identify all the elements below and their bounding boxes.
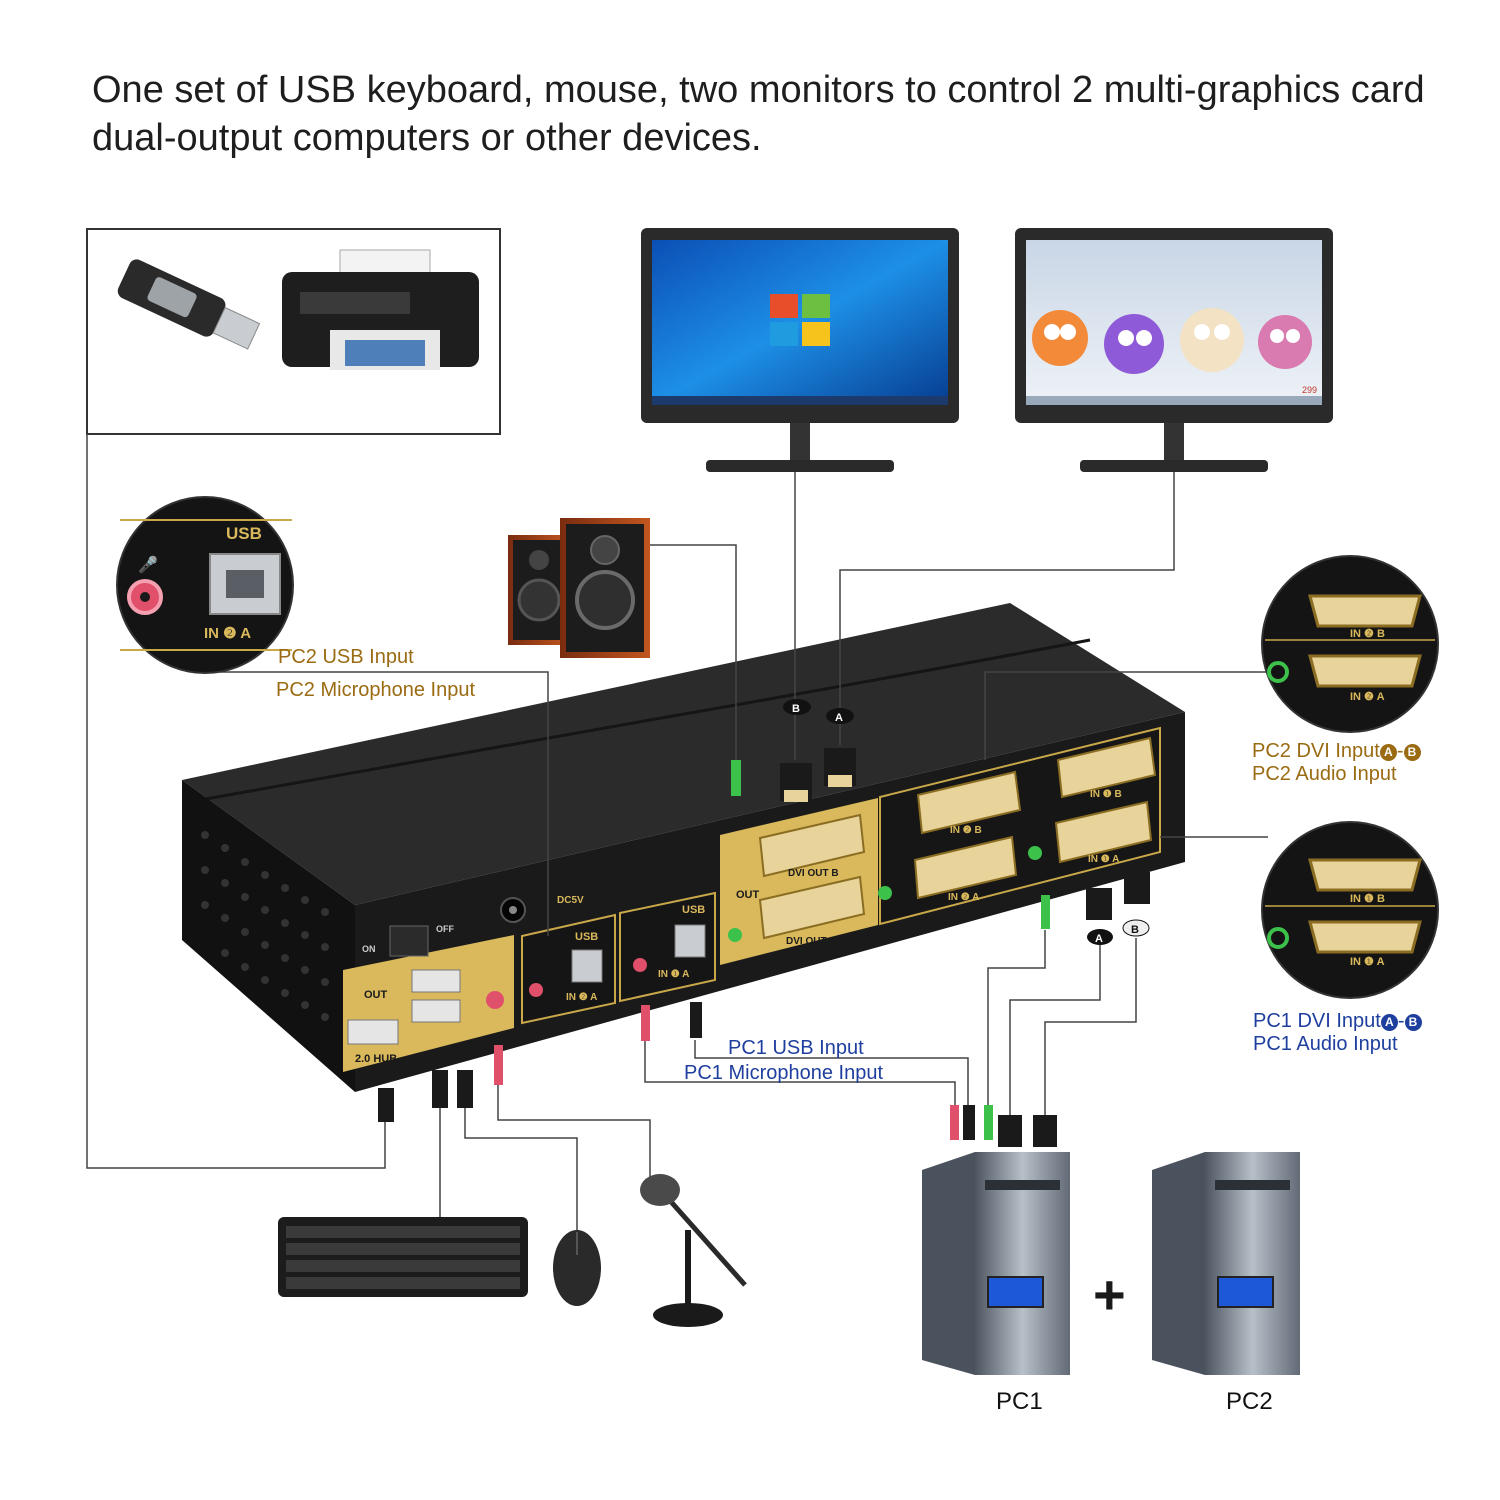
printer-icon [282, 249, 479, 370]
keyboard-icon [278, 1217, 528, 1297]
svg-text:B: B [792, 703, 800, 715]
screen-number: 299 [1302, 385, 1317, 395]
label-in2b: IN ❷ B [950, 825, 982, 836]
usb-plug-peripherals [378, 1088, 394, 1122]
label-in2a-dvi: IN ❷ A [948, 892, 979, 903]
pc2-dvi-input-text: PC2 DVI Input [1252, 740, 1380, 762]
label-pc1-usb: USB [682, 904, 705, 916]
badge-pc1-a: A [1087, 929, 1113, 945]
label-hub: 2.0 HUB [355, 1053, 397, 1065]
pc1-microphone-input-label: PC1 Microphone Input [684, 1062, 884, 1084]
audio-plug-speaker [731, 760, 741, 796]
monitor-1 [641, 228, 959, 472]
mouse-icon [553, 1230, 601, 1306]
zoom-pc1-dvi: IN ❶ B IN ❶ A [1261, 821, 1439, 999]
dvi-plug-a [824, 748, 856, 787]
ventilation-grille [201, 831, 329, 1021]
usb-plug-pc1 [690, 1002, 702, 1038]
pc1-usb-input-label: PC1 USB Input [728, 1037, 864, 1059]
pc2-microphone-input-label: PC2 Microphone Input [276, 679, 476, 701]
svg-text:A: A [835, 712, 843, 724]
label-off: OFF [436, 924, 454, 934]
label-dvi-out: OUT [736, 889, 760, 901]
badge-a: A [1380, 1014, 1398, 1031]
svg-text:IN ❷ B: IN ❷ B [1350, 628, 1385, 640]
audio-plug-pc1 [1041, 895, 1050, 929]
label-in1a: IN ❶ A [658, 969, 689, 980]
pc1-label: PC1 [996, 1388, 1043, 1415]
monitor-2: 299 [1015, 228, 1333, 472]
label-dc5v: DC5V [557, 895, 584, 906]
pc2-label: PC2 [1226, 1388, 1273, 1415]
pc2-usb-panel [521, 913, 616, 1025]
pc2-tower-icon [1152, 1152, 1300, 1375]
svg-text:IN ❶ A: IN ❶ A [1350, 956, 1385, 968]
badge-b: B [1403, 744, 1421, 761]
pc1-dvi-input-text: PC1 DVI Input [1253, 1010, 1381, 1032]
badge-b: B [1404, 1014, 1422, 1031]
zoom-pc2-dvi: IN ❷ B IN ❷ A [1261, 555, 1439, 733]
dvi-plug-b [780, 763, 812, 802]
headline: One set of USB keyboard, mouse, two moni… [92, 69, 1425, 159]
kvm-switch: USB USB IN ❷ A IN ❶ A IN ❶ B IN ❶ A IN ❷… [182, 603, 1185, 1092]
dvi-plugs-pc1 [1086, 872, 1150, 920]
zoom-label-in2a: IN ❷ A [204, 625, 251, 642]
usb-plug-keyboard [432, 1070, 448, 1108]
label-on: ON [362, 944, 376, 954]
mic-plug-pc1 [641, 1005, 650, 1041]
cartoon-birds-image [1032, 308, 1312, 374]
usb-flash-drive-icon [117, 259, 261, 350]
microphone-icon: 🎤 [138, 555, 158, 574]
pc2-usb-input-label: PC2 USB Input [278, 646, 414, 668]
svg-text:B: B [1131, 924, 1139, 936]
mic-plug [494, 1045, 503, 1085]
label-in2a: IN ❷ A [566, 992, 597, 1003]
badge-pc1-b: B [1122, 919, 1150, 937]
pc1-tower-icon [922, 1152, 1070, 1375]
zoom-pc2-usb: USB IN ❷ A 🎤 [116, 496, 294, 674]
label-pc2-usb: USB [575, 931, 598, 943]
label-in1b: IN ❶ B [1090, 789, 1122, 800]
microphone-stand-icon [640, 1174, 747, 1327]
windows-logo-icon [770, 294, 830, 346]
svg-text:A: A [1095, 933, 1103, 945]
pc1-usb-panel [619, 891, 716, 1003]
badge-a: A [1379, 744, 1397, 761]
pc1-audio-input-label: PC1 Audio Input [1253, 1033, 1398, 1055]
usb-plug-mouse [457, 1070, 473, 1108]
usb-peripherals-box [86, 228, 501, 435]
label-in1a-dvi: IN ❶ A [1088, 854, 1119, 865]
speakers-icon [508, 518, 650, 658]
svg-text:IN ❶ B: IN ❶ B [1350, 893, 1385, 905]
zoom-label-usb: USB [226, 524, 262, 543]
label-hub-out: OUT [364, 989, 388, 1001]
badge-plug-a: A [826, 708, 854, 724]
svg-text:IN ❷ A: IN ❷ A [1350, 691, 1385, 703]
label-dvi-out-a: DVI OUT A [786, 936, 836, 947]
dash: - [1396, 740, 1404, 762]
plus-sign: + [1093, 1263, 1126, 1326]
pc2-audio-input-label: PC2 Audio Input [1252, 763, 1397, 785]
pc1-connector-bundle [950, 1105, 1057, 1147]
label-dvi-out-b: DVI OUT B [788, 868, 839, 879]
dash: - [1397, 1010, 1405, 1032]
badge-plug-b: B [783, 699, 811, 715]
